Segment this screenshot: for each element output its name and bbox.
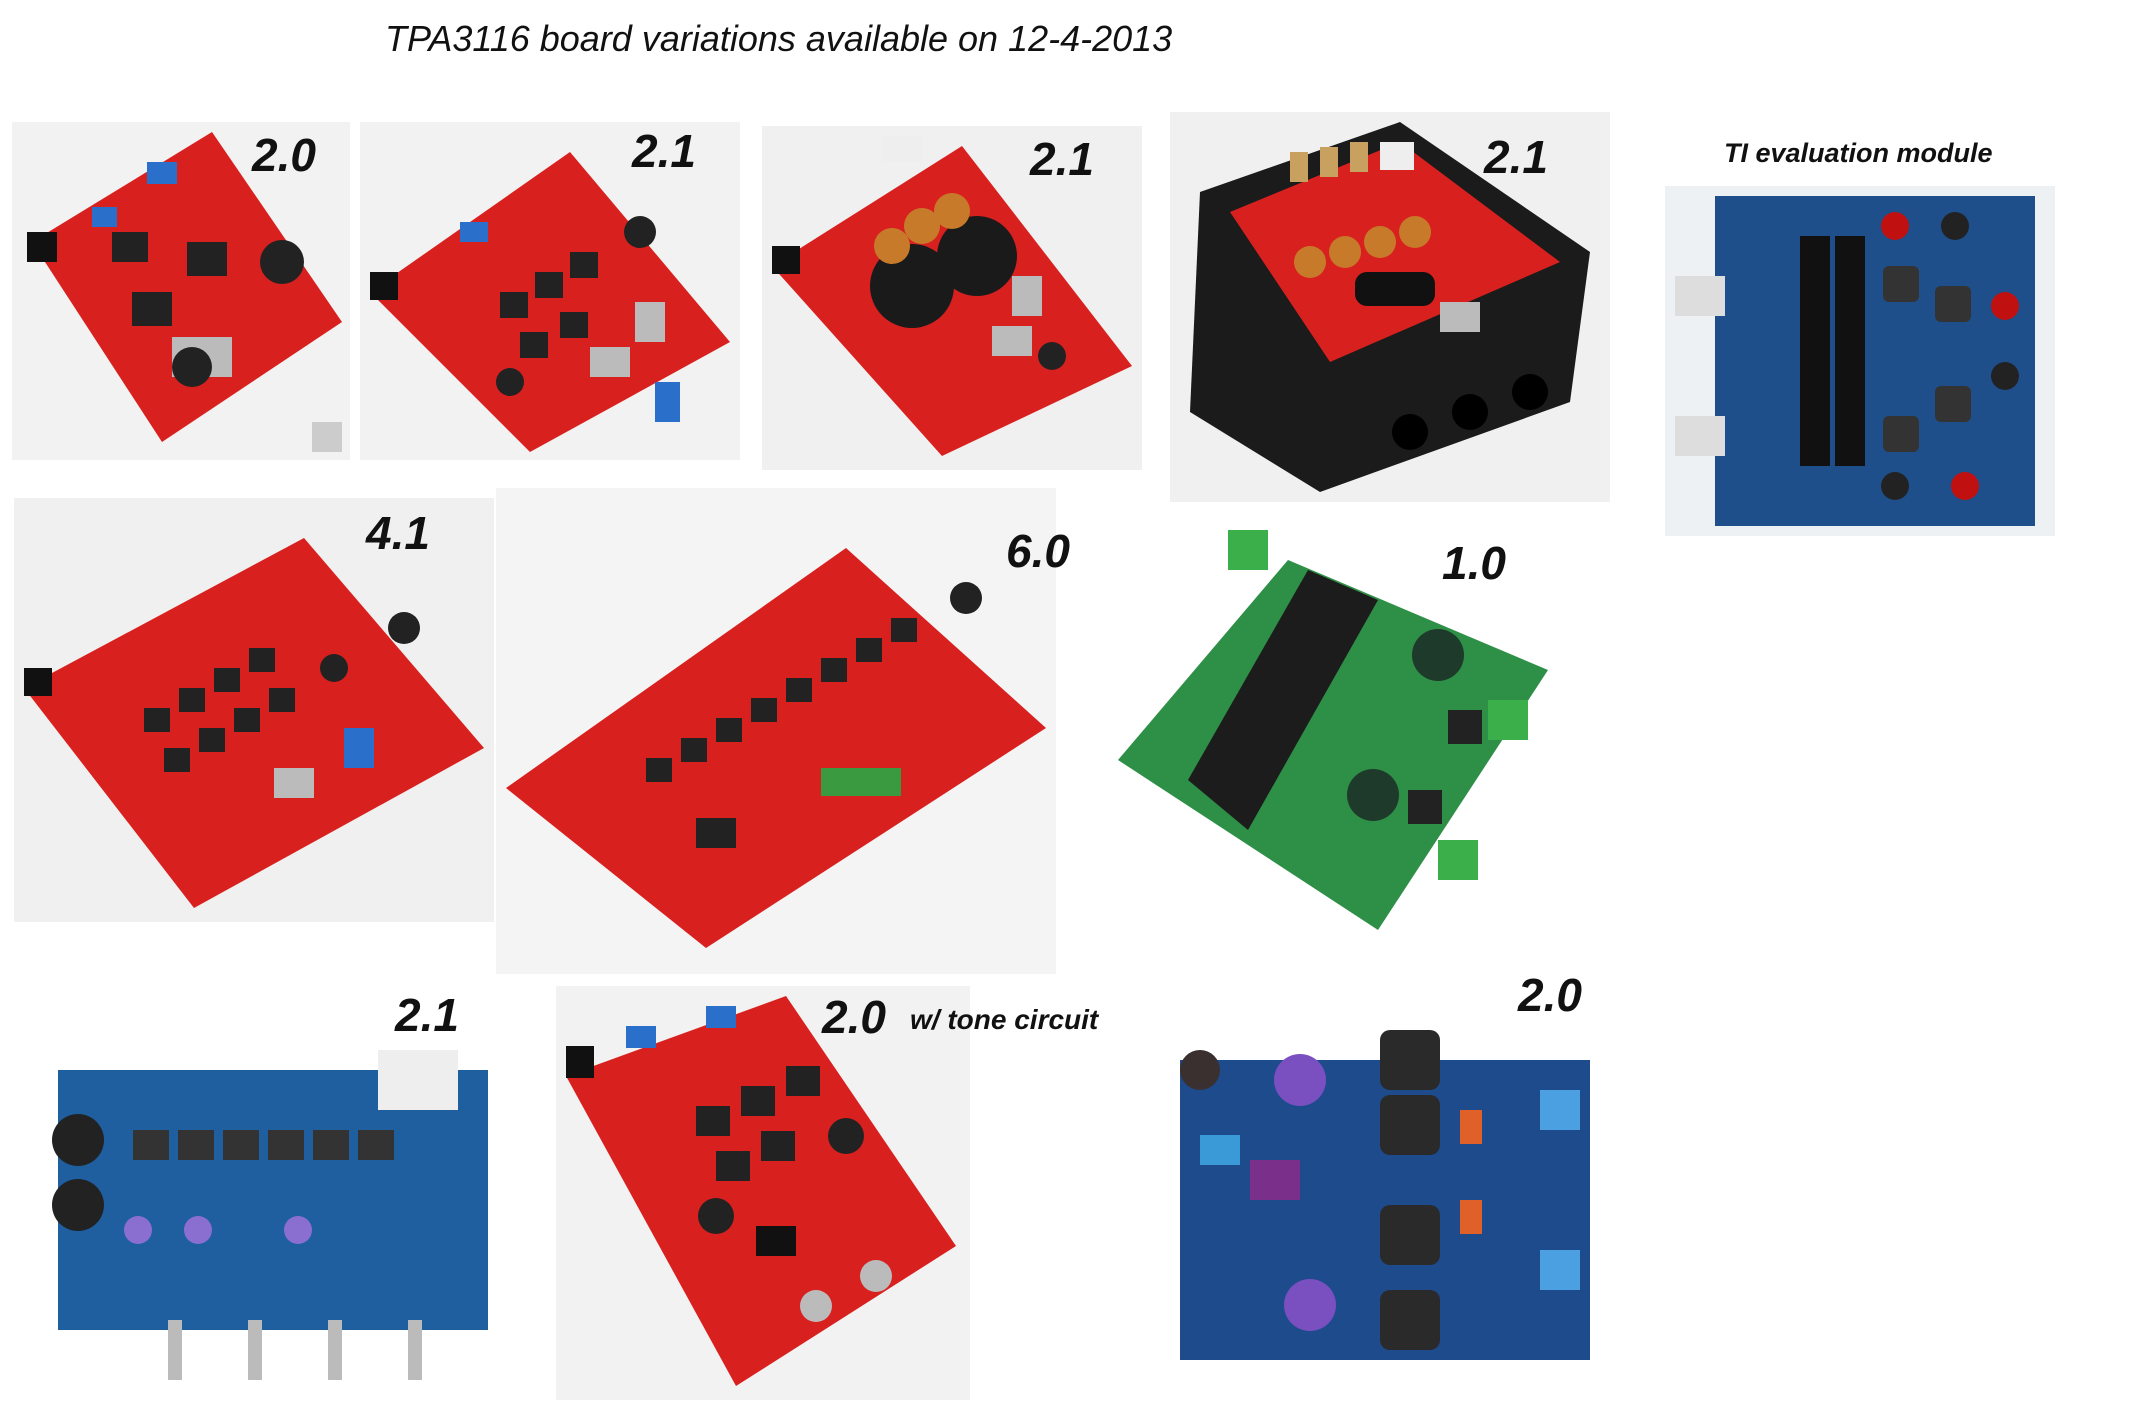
board-label-8: 1.0 <box>1442 537 1506 589</box>
board-photo-2-1-red-b <box>762 126 1142 470</box>
board-label-4: 2.1 <box>1484 131 1548 183</box>
board-label-10: 2.0 <box>822 991 886 1043</box>
board-label-5: TI evaluation module <box>1724 138 1993 168</box>
board-label-11: 2.0 <box>1518 969 1582 1021</box>
board-photo-2-0-blue <box>1160 1020 1600 1372</box>
board-photo-1-0-green <box>1108 520 1568 960</box>
board-photo-2-1-case <box>1170 112 1610 502</box>
board-label-1: 2.0 <box>252 129 316 181</box>
board-label-6: 4.1 <box>366 507 430 559</box>
board-photo-2-1-red-a <box>360 122 740 460</box>
board-label-2: 2.1 <box>632 125 696 177</box>
board-label-7: 6.0 <box>1006 525 1070 577</box>
board-photo-2-0-tone <box>556 986 970 1400</box>
board-photo-6-0-red <box>496 488 1056 974</box>
board-note-tone-circuit: w/ tone circuit <box>910 1004 1099 1035</box>
board-photo-2-0-red <box>12 122 350 460</box>
board-label-9: 2.1 <box>395 989 459 1041</box>
board-label-3: 2.1 <box>1030 133 1094 185</box>
board-photo-ti-evm <box>1665 186 2055 536</box>
board-photo-4-1-red <box>14 498 494 922</box>
board-photo-2-1-blue <box>48 1030 494 1390</box>
page-title: TPA3116 board variations available on 12… <box>385 18 1173 59</box>
